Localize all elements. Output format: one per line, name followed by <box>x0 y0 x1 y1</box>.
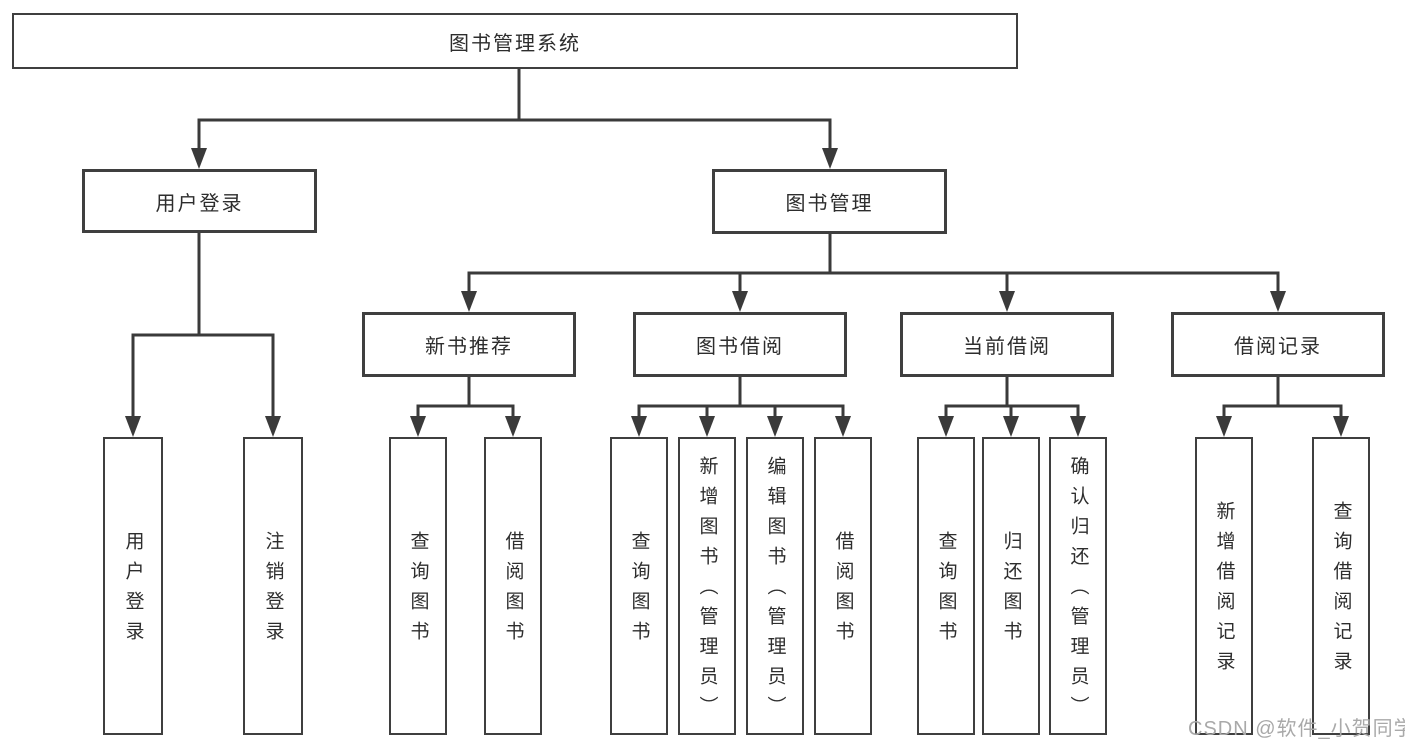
node-label: 查询图书 <box>935 531 957 651</box>
node-library-management-system: 图书管理系统 <box>12 13 1018 69</box>
csdn-watermark: CSDN @软件_小贺同学 <box>1188 718 1405 740</box>
edge-group-root <box>197 67 832 154</box>
arrow-down-icon <box>631 416 647 437</box>
node-label: 确认归还（管理员） <box>1067 456 1089 726</box>
arrow-down-icon <box>1216 416 1232 437</box>
node-user-login-branch: 用户登录 <box>82 169 317 233</box>
node-label: 新增图书（管理员） <box>696 456 718 726</box>
node-book-borrowing: 图书借阅 <box>633 312 847 377</box>
node-leaf-query-book-recommend: 查询图书 <box>389 437 447 735</box>
node-leaf-borrow-book-recommend: 借阅图书 <box>484 437 542 735</box>
node-leaf-edit-book-admin: 编辑图书（管理员） <box>746 437 804 735</box>
node-label: 借阅记录 <box>1234 336 1322 358</box>
node-leaf-return-book: 归还图书 <box>982 437 1040 735</box>
node-label: 当前借阅 <box>963 336 1051 358</box>
arrow-down-icon <box>191 148 207 169</box>
node-leaf-query-book-current: 查询图书 <box>917 437 975 735</box>
node-borrowing-records: 借阅记录 <box>1171 312 1385 377</box>
node-leaf-borrow-book: 借阅图书 <box>814 437 872 735</box>
node-label: 注销登录 <box>262 531 284 651</box>
node-label: 用户登录 <box>122 531 144 651</box>
node-leaf-logout: 注销登录 <box>243 437 303 735</box>
arrow-down-icon <box>461 291 477 312</box>
edge-group-borrowing-records <box>1222 375 1343 422</box>
arrow-down-icon <box>505 416 521 437</box>
arrow-down-icon <box>699 416 715 437</box>
node-label: 借阅图书 <box>832 531 854 651</box>
arrow-down-icon <box>938 416 954 437</box>
node-label: 图书管理 <box>785 193 874 215</box>
arrow-down-icon <box>767 416 783 437</box>
edge-group-book-management <box>467 232 1280 296</box>
arrow-down-icon <box>410 416 426 437</box>
edge-group-book-borrowing <box>637 375 845 422</box>
node-book-management: 图书管理 <box>712 169 947 234</box>
node-label: 编辑图书（管理员） <box>764 456 786 726</box>
node-label: 用户登录 <box>155 192 244 215</box>
node-label: 新书推荐 <box>425 336 513 358</box>
arrow-down-icon <box>999 291 1015 312</box>
arrow-down-icon <box>1270 291 1286 312</box>
arrow-down-icon <box>732 291 748 312</box>
node-label: 归还图书 <box>1000 531 1022 651</box>
arrow-down-icon <box>835 416 851 437</box>
arrow-down-icon <box>1070 416 1086 437</box>
node-leaf-user-login: 用户登录 <box>103 437 163 735</box>
node-leaf-add-borrow-record: 新增借阅记录 <box>1195 437 1253 735</box>
node-new-book-recommend: 新书推荐 <box>362 312 576 377</box>
edge-group-current-borrowing <box>944 375 1080 422</box>
arrow-down-icon <box>125 416 141 437</box>
node-current-borrowing: 当前借阅 <box>900 312 1114 377</box>
edge-group-user-login <box>131 231 275 422</box>
node-label: 查询借阅记录 <box>1330 501 1352 681</box>
node-label: 查询图书 <box>628 531 650 651</box>
arrow-down-icon <box>1333 416 1349 437</box>
node-label: 借阅图书 <box>502 531 524 651</box>
arrow-down-icon <box>265 416 281 437</box>
node-leaf-query-borrow-record: 查询借阅记录 <box>1312 437 1370 735</box>
node-label: 图书管理系统 <box>449 32 581 55</box>
node-leaf-add-book-admin: 新增图书（管理员） <box>678 437 736 735</box>
node-leaf-query-book-borrowing: 查询图书 <box>610 437 668 735</box>
node-label: 图书借阅 <box>696 336 784 358</box>
node-label: 新增借阅记录 <box>1213 501 1235 681</box>
node-leaf-confirm-return-admin: 确认归还（管理员） <box>1049 437 1107 735</box>
node-label: 查询图书 <box>407 531 429 651</box>
arrow-down-icon <box>1003 416 1019 437</box>
arrowheads <box>125 148 1349 437</box>
arrow-down-icon <box>822 148 838 169</box>
edge-group-new-book-recommend <box>416 375 515 422</box>
